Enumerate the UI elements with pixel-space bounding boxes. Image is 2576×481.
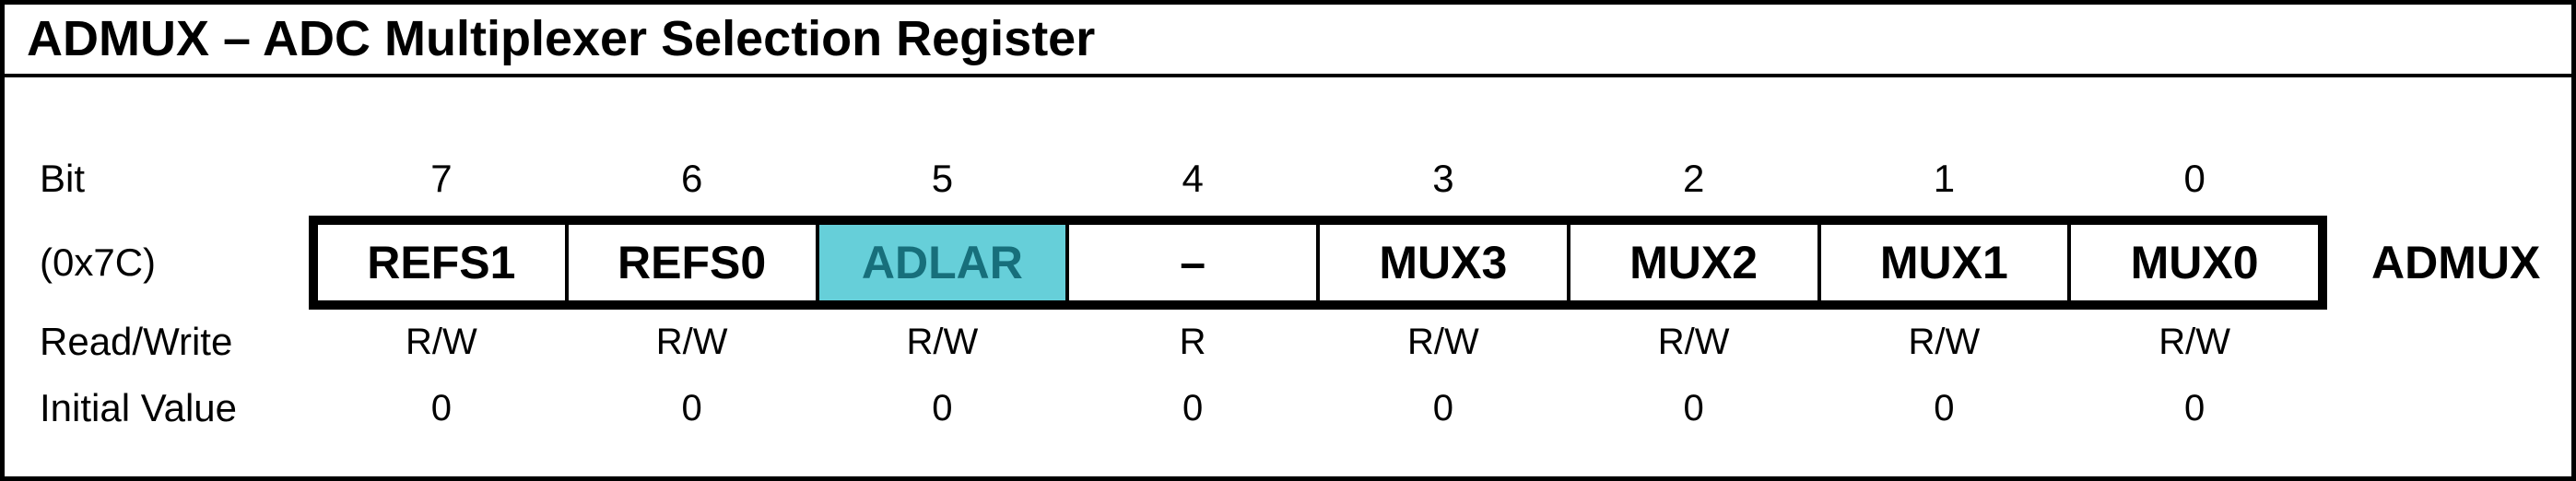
- initial-value-row-label: Initial Value: [40, 386, 238, 430]
- read-write-value-4: R: [1179, 321, 1206, 362]
- bit-number-2: 2: [1682, 157, 1705, 201]
- bit-number-0: 0: [2183, 157, 2205, 201]
- initial-values: 0 0 0 0 0 0 0 0: [309, 388, 2327, 429]
- bit-field-cell-3: MUX3: [1320, 225, 1567, 301]
- initial-value-4: 0: [1182, 387, 1204, 428]
- initial-value-5: 0: [932, 387, 953, 428]
- bit-field-cell-2: MUX2: [1570, 225, 1817, 301]
- read-write-value-0: R/W: [2158, 321, 2230, 362]
- bit-number-6: 6: [680, 157, 703, 201]
- bit-field-cell-4: –: [1069, 225, 1316, 301]
- bit-field-cell-1: MUX1: [1820, 225, 2068, 301]
- read-write-value-2: R/W: [1657, 321, 1730, 362]
- initial-value-6: 0: [681, 387, 702, 428]
- register-name-label: ADMUX: [2371, 237, 2541, 289]
- initial-value-1: 0: [1934, 387, 1955, 428]
- bit-number-row: Bit 7 6 5 4 3 2 1 0: [5, 157, 2571, 201]
- bit-field-cell-5: ADLAR: [818, 225, 1066, 301]
- bit-number-3: 3: [1432, 157, 1454, 201]
- bit-field-cell-7: REFS1: [318, 225, 565, 301]
- bit-field-cell-6: REFS0: [568, 225, 816, 301]
- bit-numbers: 7 6 5 4 3 2 1 0: [309, 157, 2327, 201]
- bit-number-7: 7: [430, 157, 453, 201]
- initial-value-2: 0: [1683, 387, 1704, 428]
- register-address: (0x7C): [40, 240, 157, 285]
- read-write-value-1: R/W: [1908, 321, 1981, 362]
- title-rule: [5, 74, 2571, 78]
- initial-value-7: 0: [430, 387, 452, 428]
- read-write-row-label: Read/Write: [40, 320, 233, 364]
- bit-number-4: 4: [1182, 157, 1204, 201]
- read-write-value-5: R/W: [906, 321, 979, 362]
- initial-value-row: Initial Value 0 0 0 0 0 0 0 0: [5, 386, 2571, 430]
- read-write-values: R/W R/W R/W R R/W R/W R/W R/W: [309, 322, 2327, 363]
- bit-field-cell-0: MUX0: [2071, 225, 2318, 301]
- page-title: ADMUX – ADC Multiplexer Selection Regist…: [27, 11, 1096, 66]
- bit-number-5: 5: [931, 157, 954, 201]
- bit-row-label: Bit: [40, 157, 86, 201]
- read-write-row: Read/Write R/W R/W R/W R R/W R/W R/W R/W: [5, 320, 2571, 364]
- initial-value-3: 0: [1432, 387, 1453, 428]
- initial-value-0: 0: [2184, 387, 2205, 428]
- bit-number-1: 1: [1933, 157, 1956, 201]
- read-write-value-7: R/W: [405, 321, 477, 362]
- read-write-value-6: R/W: [655, 321, 728, 362]
- read-write-value-3: R/W: [1406, 321, 1479, 362]
